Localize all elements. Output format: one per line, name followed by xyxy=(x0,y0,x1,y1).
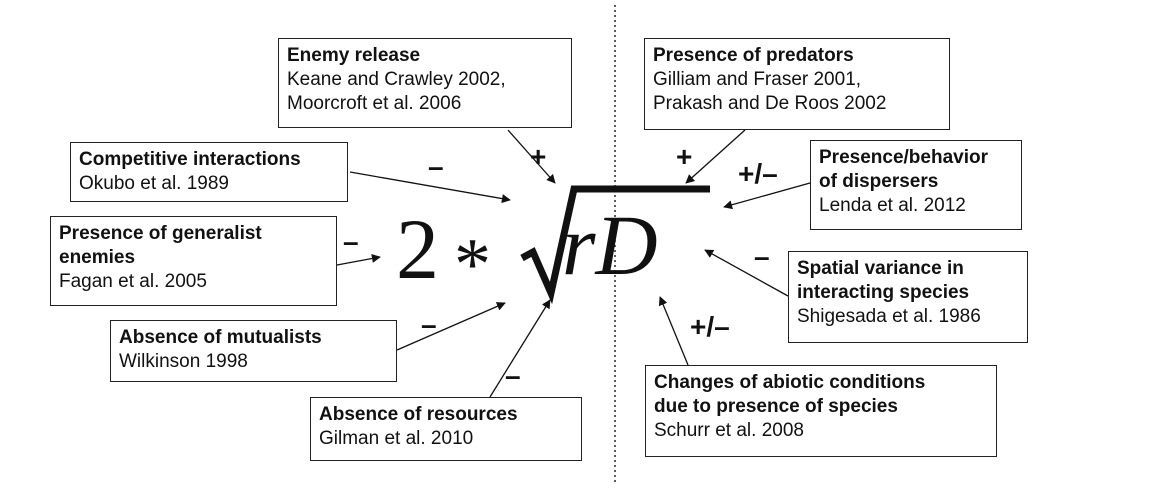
arrow-generalist-enemies xyxy=(336,254,381,266)
factor-title: Absence of resources xyxy=(319,404,518,425)
factor-refs: Okubo et al. 1989 xyxy=(79,173,229,194)
factor-refs: Keane and Crawley 2002, Moorcroft et al.… xyxy=(287,69,506,114)
factor-refs: Lenda et al. 2012 xyxy=(819,195,966,216)
factor-title: Presence/behavior of dispersers xyxy=(819,147,988,192)
sign-enemy-release: + xyxy=(530,141,547,172)
factor-competitive-interactions: Competitive interactions Okubo et al. 19… xyxy=(70,142,348,202)
factor-dispersers: Presence/behavior of dispersers Lenda et… xyxy=(810,140,1022,230)
sign-generalist-enemies: – xyxy=(343,226,359,257)
factor-refs: Gilliam and Fraser 2001, Prakash and De … xyxy=(653,69,887,114)
sign-absence-mutualists: – xyxy=(421,309,437,340)
sign-competitive-interactions: – xyxy=(428,151,444,182)
factor-title: Changes of abiotic conditions due to pre… xyxy=(654,372,926,417)
factor-title: Spatial variance in interacting species xyxy=(797,258,970,303)
factor-spatial-variance: Spatial variance in interacting species … xyxy=(788,251,1028,343)
arrow-dispersers xyxy=(723,182,811,210)
factor-title: Absence of mutualists xyxy=(119,327,322,348)
arrow-absence-resources xyxy=(489,299,551,398)
formula-operator: * xyxy=(454,224,491,306)
sign-absence-resources: – xyxy=(505,360,521,391)
radical-sign xyxy=(520,185,710,305)
factor-abiotic-conditions: Changes of abiotic conditions due to pre… xyxy=(645,365,997,457)
arrow-presence-predators xyxy=(685,129,746,184)
factor-title: Presence of predators xyxy=(653,45,854,66)
factor-refs: Gilman et al. 2010 xyxy=(319,428,474,449)
factor-title: Enemy release xyxy=(287,45,421,66)
factor-enemy-release: Enemy release Keane and Crawley 2002, Mo… xyxy=(278,38,572,128)
factor-presence-predators: Presence of predators Gilliam and Fraser… xyxy=(644,38,950,130)
factor-refs: Fagan et al. 2005 xyxy=(59,271,207,292)
arrow-absence-mutualists xyxy=(396,302,506,351)
factor-generalist-enemies: Presence of generalist enemies Fagan et … xyxy=(50,216,337,306)
sign-spatial-variance: – xyxy=(754,241,770,272)
factor-refs: Wilkinson 1998 xyxy=(119,351,248,372)
sign-dispersers: +/– xyxy=(738,158,778,189)
factor-title: Presence of generalist enemies xyxy=(59,223,262,268)
factor-refs: Shigesada et al. 1986 xyxy=(797,306,981,327)
formula-coefficient: 2 xyxy=(396,201,439,297)
sign-presence-predators: + xyxy=(676,141,693,172)
sign-abiotic-conditions: +/– xyxy=(690,311,730,342)
formula-radicand: rD xyxy=(562,197,658,293)
arrow-competitive-interactions xyxy=(349,171,511,204)
arrow-enemy-release xyxy=(507,129,556,184)
factor-absence-mutualists: Absence of mutualists Wilkinson 1998 xyxy=(110,320,397,382)
factor-absence-resources: Absence of resources Gilman et al. 2010 xyxy=(310,397,582,461)
factor-title: Competitive interactions xyxy=(79,149,301,170)
arrow-abiotic-conditions xyxy=(658,296,689,366)
arrow-spatial-variance xyxy=(704,249,789,297)
factor-refs: Schurr et al. 2008 xyxy=(654,420,804,441)
